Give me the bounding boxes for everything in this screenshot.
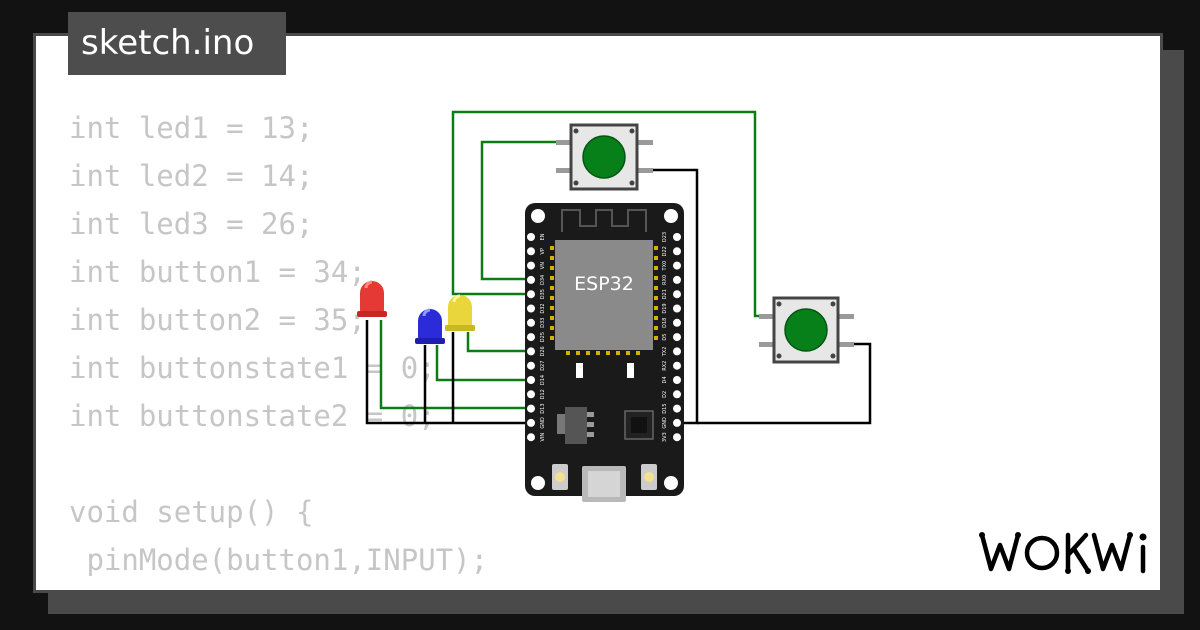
pin-label: D5 xyxy=(662,334,668,341)
pin-hole[interactable] xyxy=(527,418,535,427)
green-wires xyxy=(379,110,770,410)
pin-label: D33 xyxy=(540,318,546,328)
pin-hole[interactable] xyxy=(527,304,535,313)
code-line: int button2 = 35; xyxy=(69,303,366,337)
wire-button1-3v3 xyxy=(645,168,699,425)
pin-hole[interactable] xyxy=(673,418,681,427)
pin-hole[interactable] xyxy=(527,261,535,270)
wire-led2-d14 xyxy=(435,345,531,382)
wire-button1-d35 xyxy=(480,140,560,281)
pin-hole[interactable] xyxy=(673,233,681,241)
pin-label: GND xyxy=(662,417,668,429)
pin-hole[interactable] xyxy=(673,247,681,256)
wire-led1-d13 xyxy=(379,320,531,410)
pin-label: D12 xyxy=(540,389,546,399)
code-line: int buttonstate1 = 0; xyxy=(69,351,436,385)
pin-label: D32 xyxy=(540,303,546,313)
pin-label: D19 xyxy=(662,303,668,313)
pin-label: EN xyxy=(540,233,546,240)
pin-label: RX2 xyxy=(662,361,668,371)
black-wires xyxy=(365,168,872,425)
pin-label: D26 xyxy=(540,346,546,356)
pin-label: D21 xyxy=(662,289,668,299)
pin-hole[interactable] xyxy=(673,333,681,342)
wire-button2-d34 xyxy=(451,110,770,318)
code-line: int button1 = 34; xyxy=(69,255,366,289)
pin-hole[interactable] xyxy=(527,275,535,284)
pin-label: D35 xyxy=(540,289,546,299)
wire-led3-d26 xyxy=(466,332,531,353)
code-line: int led2 = 14; xyxy=(69,159,314,193)
pin-hole[interactable] xyxy=(527,290,535,299)
pin-hole[interactable] xyxy=(673,390,681,399)
pin-hole[interactable] xyxy=(673,261,681,270)
antenna-trace xyxy=(561,209,647,232)
pin-hole[interactable] xyxy=(673,290,681,299)
wire-leds-gnd xyxy=(365,320,531,425)
pin-label: D27 xyxy=(540,361,546,371)
pushbutton-1[interactable] xyxy=(556,123,653,191)
pushbutton-1-cap xyxy=(582,135,626,179)
pin-hole[interactable] xyxy=(527,333,535,342)
led-yellow[interactable] xyxy=(445,294,475,331)
pushbutton-2[interactable] xyxy=(759,296,854,364)
pin-label: VIN xyxy=(540,433,546,442)
voltage-regulator xyxy=(565,407,587,444)
code-line: int led1 = 13; xyxy=(69,111,314,145)
pin-label: D14 xyxy=(540,375,546,385)
code-line: int buttonstate2 = 0; xyxy=(69,399,436,433)
file-tab-title[interactable]: sketch.ino xyxy=(68,12,286,75)
led-blue[interactable] xyxy=(415,308,445,344)
pin-hole[interactable] xyxy=(673,433,681,442)
pin-hole[interactable] xyxy=(673,275,681,284)
pin-label: D34 xyxy=(540,275,546,285)
pin-hole[interactable] xyxy=(527,233,535,241)
wokwi-logo xyxy=(979,532,1147,574)
pin-label: 3V3 xyxy=(662,432,668,442)
pin-hole[interactable] xyxy=(673,361,681,370)
code-line: pinMode(button1,INPUT); xyxy=(69,543,489,577)
pin-label: TX0 xyxy=(662,261,668,272)
pin-hole[interactable] xyxy=(527,318,535,327)
pin-label: TX2 xyxy=(662,347,668,358)
pin-hole[interactable] xyxy=(527,390,535,399)
pin-hole[interactable] xyxy=(527,347,535,356)
led-red[interactable] xyxy=(357,280,387,317)
esp32-board[interactable]: ESP32 ENVPVND34D35D32D33D25D26D27D14D12D… xyxy=(525,203,684,502)
pin-hole[interactable] xyxy=(527,247,535,256)
code-preview: int led1 = 13; int led2 = 14; int led3 = 2… xyxy=(69,104,489,590)
pin-hole[interactable] xyxy=(527,361,535,370)
pin-label: D15 xyxy=(662,403,668,413)
pin-hole[interactable] xyxy=(673,304,681,313)
pin-label: VP xyxy=(540,248,546,254)
pin-hole[interactable] xyxy=(673,404,681,413)
pin-label: D4 xyxy=(662,376,668,383)
esp32-module xyxy=(555,240,653,350)
pin-hole[interactable] xyxy=(527,433,535,442)
pin-label: D25 xyxy=(540,332,546,342)
pin-label: D13 xyxy=(540,403,546,413)
pin-label: D22 xyxy=(662,246,668,256)
pin-hole[interactable] xyxy=(673,318,681,327)
code-line: void setup() { xyxy=(69,495,314,529)
pin-label: GND xyxy=(540,417,546,429)
code-line: int led3 = 26; xyxy=(69,207,314,241)
pin-label: D23 xyxy=(662,232,668,242)
pin-hole[interactable] xyxy=(527,404,535,413)
esp32-module-label: ESP32 xyxy=(574,273,634,295)
pushbutton-2-cap xyxy=(784,308,828,352)
pin-hole[interactable] xyxy=(673,376,681,384)
pin-label: VN xyxy=(540,262,546,269)
pin-label: RX0 xyxy=(662,275,668,285)
pin-label: D2 xyxy=(662,391,668,398)
pin-hole[interactable] xyxy=(673,347,681,356)
pin-hole[interactable] xyxy=(527,376,535,384)
pin-label: D18 xyxy=(662,318,668,328)
